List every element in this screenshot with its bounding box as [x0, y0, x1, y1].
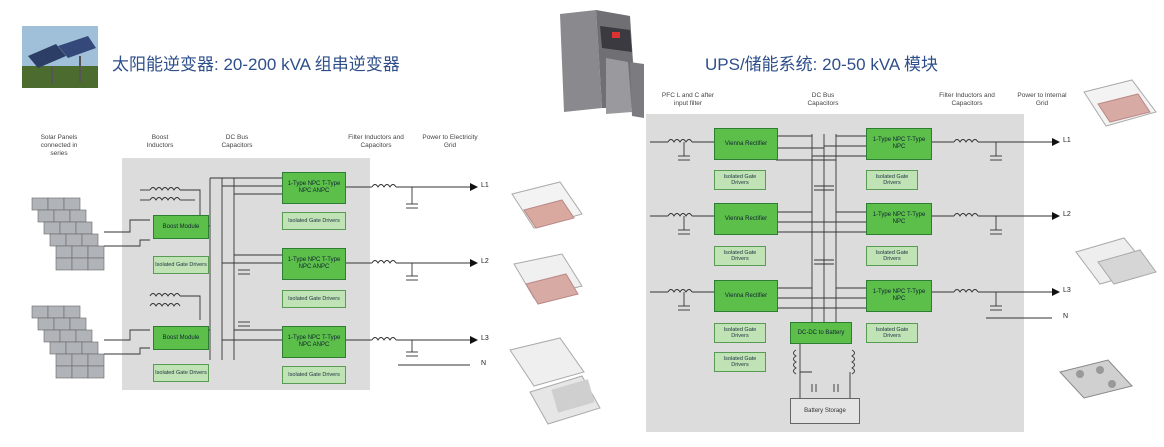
right-inverter-2: 1-Type NPC T-Type NPC — [866, 203, 932, 235]
left-line-l2: L2 — [481, 258, 489, 265]
solar-photo — [22, 26, 98, 88]
left-line-n: N — [481, 360, 487, 367]
right-line-l1: L1 — [1063, 137, 1071, 144]
right-rectifier-driver-2: Isolated Gate Drivers — [714, 246, 766, 266]
right-rectifier-driver-4: Isolated Gate Drivers — [714, 352, 766, 372]
right-title: UPS/储能系统: 20-50 kVA 模块 — [705, 55, 939, 74]
label-boost-inductors: Boost Inductors — [146, 134, 174, 149]
left-boost-driver-1: Isolated Gate Drivers — [153, 256, 209, 274]
label-right-filter: Filter Inductors and Capacitors — [939, 92, 995, 107]
left-line-l3: L3 — [481, 335, 489, 342]
left-inverter-1: 1-Type NPC T-Type NPC ANPC — [282, 172, 346, 204]
label-filter: Filter Inductors and Capacitors — [348, 134, 404, 149]
right-line-l3: L3 — [1063, 287, 1071, 294]
right-diagram-panel — [646, 114, 1024, 432]
left-inverter-driver-2: Isolated Gate Drivers — [282, 290, 346, 308]
right-inverter-driver-3: Isolated Gate Drivers — [866, 323, 918, 343]
label-dc-bus: DC Bus Capacitors — [221, 134, 253, 149]
right-line-n: N — [1063, 313, 1069, 320]
left-inverter-2: 1-Type NPC T-Type NPC ANPC — [282, 248, 346, 280]
label-power-to-grid: Power to Electricity Grid — [422, 134, 478, 149]
label-solar-panels: Solar Panels connected in series — [40, 134, 78, 157]
right-rectifier-3: Vienna Rectifier — [714, 280, 778, 312]
right-inverter-driver-1: Isolated Gate Drivers — [866, 170, 918, 190]
right-battery-storage: Battery Storage — [790, 398, 860, 424]
left-inverter-driver-3: Isolated Gate Drivers — [282, 366, 346, 384]
left-line-l1: L1 — [481, 182, 489, 189]
right-rectifier-2: Vienna Rectifier — [714, 203, 778, 235]
left-boost-module-2: Boost Module — [153, 326, 209, 350]
left-boost-module-1: Boost Module — [153, 215, 209, 239]
right-inverter-3: 1-Type NPC T-Type NPC — [866, 280, 932, 312]
right-inverter-driver-2: Isolated Gate Drivers — [866, 246, 918, 266]
right-rectifier-1: Vienna Rectifier — [714, 128, 778, 160]
left-title: 太阳能逆变器: 20-200 kVA 组串逆变器 — [112, 55, 400, 74]
label-right-dc-bus: DC Bus Capacitors — [807, 92, 839, 107]
right-line-l2: L2 — [1063, 211, 1071, 218]
left-inverter-driver-1: Isolated Gate Drivers — [282, 212, 346, 230]
left-boost-driver-2: Isolated Gate Drivers — [153, 364, 209, 382]
label-power-internal: Power to Internal Grid — [1017, 92, 1067, 107]
right-rectifier-driver-1: Isolated Gate Drivers — [714, 170, 766, 190]
right-dcdc-battery: DC-DC to Battery — [790, 322, 852, 344]
right-rectifier-driver-3: Isolated Gate Drivers — [714, 323, 766, 343]
left-inverter-3: 1-Type NPC T-Type NPC ANPC — [282, 326, 346, 358]
right-inverter-1: 1-Type NPC T-Type NPC — [866, 128, 932, 160]
label-pfc: PFC L and C after input filter — [661, 92, 715, 107]
